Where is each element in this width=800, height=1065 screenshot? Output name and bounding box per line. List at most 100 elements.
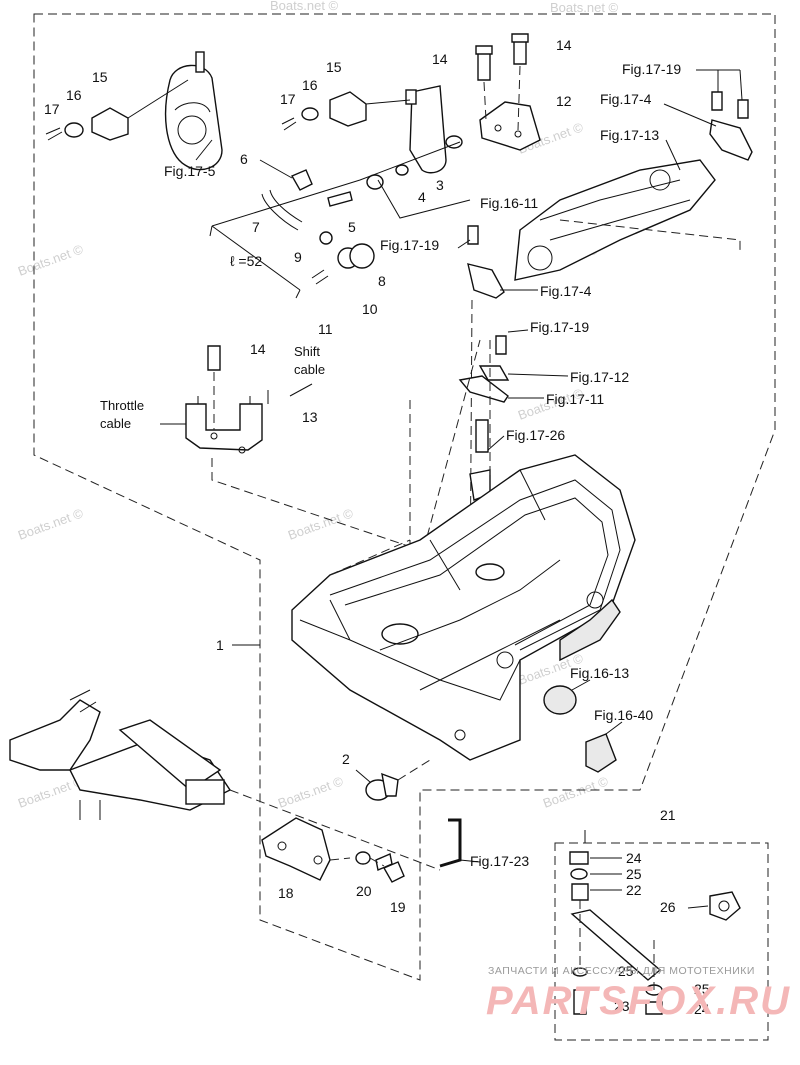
bolt <box>467 225 479 245</box>
bracket-13 <box>185 403 263 451</box>
bottom-cowling <box>291 454 636 761</box>
lever-hub <box>177 115 207 145</box>
bushing <box>395 164 409 176</box>
figure-ref-16-13: Fig.16-13 <box>570 665 629 681</box>
callout-19: 19 <box>390 899 406 915</box>
clip <box>45 127 63 141</box>
rod-7 <box>261 189 303 231</box>
cowling-rim-inner <box>344 497 609 646</box>
bolt-19-shank <box>375 853 393 871</box>
callout-4: 4 <box>418 189 426 205</box>
guide-line <box>579 900 655 990</box>
callout-14: 14 <box>432 51 448 67</box>
bolt-14 <box>513 39 527 65</box>
cowling-rib <box>379 559 561 651</box>
callout-20: 20 <box>356 883 372 899</box>
linkage-detail <box>69 689 97 713</box>
bracket-hole <box>277 841 287 851</box>
callout-18: 18 <box>278 885 294 901</box>
kit-21-parts <box>569 830 741 1015</box>
callout-13: 13 <box>302 409 318 425</box>
figure-ref-17-26: Fig.17-26 <box>506 427 565 443</box>
guide-line <box>229 789 441 871</box>
collar-22 <box>571 883 589 901</box>
washer <box>64 122 84 138</box>
watermark: Boats.net © <box>541 773 611 811</box>
nut-26 <box>709 891 741 921</box>
washer-20 <box>355 851 371 865</box>
bolt <box>711 91 723 111</box>
callout-25: 25 <box>626 866 642 882</box>
linkage-plate <box>185 779 225 805</box>
bracket-hole <box>494 124 502 132</box>
watermark: Boats.net © <box>286 505 356 543</box>
leader-line <box>459 859 481 863</box>
callout-12: 12 <box>556 93 572 109</box>
lever-pin <box>405 89 417 105</box>
leader-line <box>289 383 313 397</box>
callout-17: 17 <box>44 101 60 117</box>
rubber-block <box>585 733 617 773</box>
side-parts <box>543 679 623 773</box>
bracket-12-group <box>475 33 541 151</box>
linkage-body <box>9 699 101 771</box>
cowling-base-edge <box>349 639 521 701</box>
watermark: Boats.net © <box>550 0 619 15</box>
guide-line <box>559 219 741 250</box>
callout-22: 22 <box>626 882 642 898</box>
link-plate <box>458 375 509 403</box>
dimension-tick <box>295 289 301 299</box>
throttle-body-hub <box>527 245 553 271</box>
cap <box>543 685 577 715</box>
leader-line <box>507 329 529 333</box>
bracket-hole <box>210 432 218 440</box>
reference-leaders <box>195 69 743 451</box>
throttle-cable-label: Throttle <box>100 398 144 413</box>
bolt-23 <box>573 989 587 1015</box>
washer-25 <box>572 967 588 977</box>
brand-tagline: ЗАПЧАСТИ И АКСЕССУАРЫ ДЛЯ МОТОТЕХНИКИ <box>488 965 755 977</box>
leader-line <box>507 373 569 377</box>
leader-line <box>687 905 709 909</box>
callout-16: 16 <box>302 77 318 93</box>
brand-logo: PARTSFOX.RU <box>486 979 791 1023</box>
callout-24: 24 <box>694 1001 710 1017</box>
leader-line <box>739 69 743 101</box>
throttle-body-detail <box>539 179 691 241</box>
callout-11: 11 <box>318 321 333 337</box>
callout-17: 17 <box>280 91 296 107</box>
callout-14: 14 <box>250 341 266 357</box>
throttle-body-hub <box>649 169 671 191</box>
nut-24 <box>569 851 589 865</box>
cowling-hole <box>496 651 514 669</box>
link-rod <box>570 909 662 981</box>
callout-7: 7 <box>252 219 260 235</box>
leader-line <box>663 103 717 127</box>
cowling-hole <box>586 591 604 609</box>
bracket-12 <box>479 101 541 151</box>
figure-ref-16-11: Fig.16-11 <box>480 195 538 211</box>
length-annotation: ℓ =52 <box>230 253 262 269</box>
guide-line <box>211 458 421 551</box>
boss <box>381 623 419 645</box>
cowling-edge <box>299 599 351 641</box>
collar <box>366 174 384 190</box>
grommet-2 <box>355 759 431 801</box>
lever-detail <box>174 102 211 113</box>
bolt <box>737 99 749 119</box>
nut-24 <box>645 1001 663 1015</box>
leader-line <box>457 239 471 249</box>
clip <box>281 117 297 131</box>
spacer-8 <box>349 243 375 269</box>
boss <box>475 563 505 581</box>
callout-25: 25 <box>618 963 634 979</box>
axis-line <box>211 141 461 227</box>
callout-15: 15 <box>326 59 342 75</box>
linkage-rod <box>118 719 222 791</box>
figure-ref-17-19: Fig.17-19 <box>622 61 681 77</box>
clip-11 <box>311 269 329 285</box>
linkage-lower-left <box>9 689 441 871</box>
bolt-head <box>511 33 529 43</box>
assembly-outline <box>33 13 776 981</box>
cowling-outer <box>291 454 636 761</box>
